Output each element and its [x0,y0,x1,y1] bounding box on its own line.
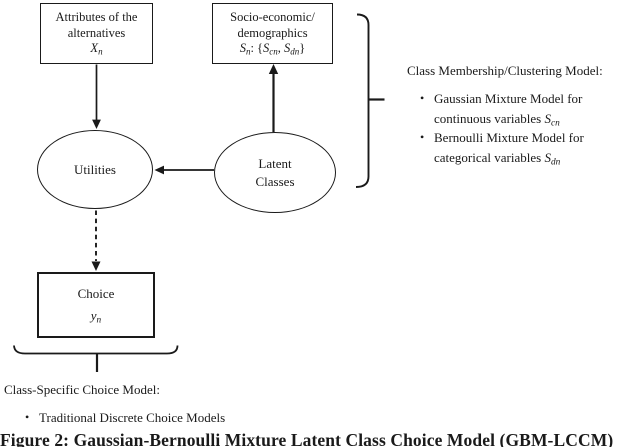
arrow-latent-to-socio [268,64,279,132]
latent-classes-ellipse: Latent Classes [214,132,336,213]
math-separator: , [277,41,285,56]
list-item: • Bernoulli Mixture Model for categorica… [420,128,584,167]
math-sub: cn [269,46,278,57]
math-sub: n [96,315,102,326]
brace-class-membership [355,13,385,188]
attributes-box-line1: Attributes of the [55,10,138,25]
choice-box-variable: yn [91,305,101,327]
bullet-text: Traditional Discrete Choice Models [39,410,226,425]
arrow-attributes-to-utilities [92,64,101,129]
math-sub: n [98,46,103,57]
math-sub: n [245,46,251,57]
math-base: X [90,41,99,56]
socio-box-line2: demographics [237,25,308,40]
latent-classes-line2: Classes [255,173,295,189]
class-membership-title: Class Membership/Clustering Model: [407,63,603,78]
brace-class-specific [13,345,179,372]
socio-box-formula: Sn: {Scn, Sdn} [240,41,306,57]
bullet-icon: • [420,91,425,105]
bullet-line1: Gaussian Mixture Model for [434,91,583,106]
math-sub: dn [290,46,300,57]
math-base: S [284,41,291,56]
choice-box: Choice yn [37,272,155,338]
latent-classes-line1: Latent [258,155,292,171]
arrow-latent-to-utilities [154,165,214,175]
math-separator: : { [250,41,264,56]
math-sub: cn [550,118,560,129]
figure-caption: Figure 2: Gaussian-Bernoulli Mixture Lat… [0,430,614,447]
bullet-line2: continuous variables [434,110,545,126]
bullet-icon: • [25,410,30,424]
class-membership-bullets: • Gaussian Mixture Model for continuous … [420,89,584,167]
bullet-text: Gaussian Mixture Model for continuous va… [434,89,582,128]
class-specific-title: Class-Specific Choice Model: [4,382,160,397]
class-specific-bullets: • Traditional Discrete Choice Models [25,408,225,428]
bullet-line1: Bernoulli Mixture Model for [434,130,584,145]
math-base: S [263,41,270,56]
attributes-box-line2: alternatives [67,25,126,40]
math-base: y [90,308,97,323]
math-separator: } [299,41,306,56]
socio-box-line1: Socio-economic/ [230,10,315,25]
arrow-utilities-to-choice [91,210,101,271]
math-base: S [239,41,246,56]
bullet-icon: • [420,130,425,144]
attributes-box-variable: Xn [90,41,102,57]
bullet-line2: categorical variables [434,149,545,165]
socio-demographics-box: Socio-economic/ demographics Sn: {Scn, S… [212,3,333,64]
list-item: • Traditional Discrete Choice Models [25,408,225,428]
math-sub: dn [550,157,561,168]
attributes-box: Attributes of the alternatives Xn [40,3,153,64]
utilities-ellipse: Utilities [37,130,153,209]
list-item: • Gaussian Mixture Model for continuous … [420,89,584,128]
math-base: S [544,149,551,165]
math-base: S [544,110,551,126]
utilities-label: Utilities [74,161,116,177]
bullet-text: Bernoulli Mixture Model for categorical … [434,128,584,167]
choice-box-line1: Choice [77,286,115,301]
